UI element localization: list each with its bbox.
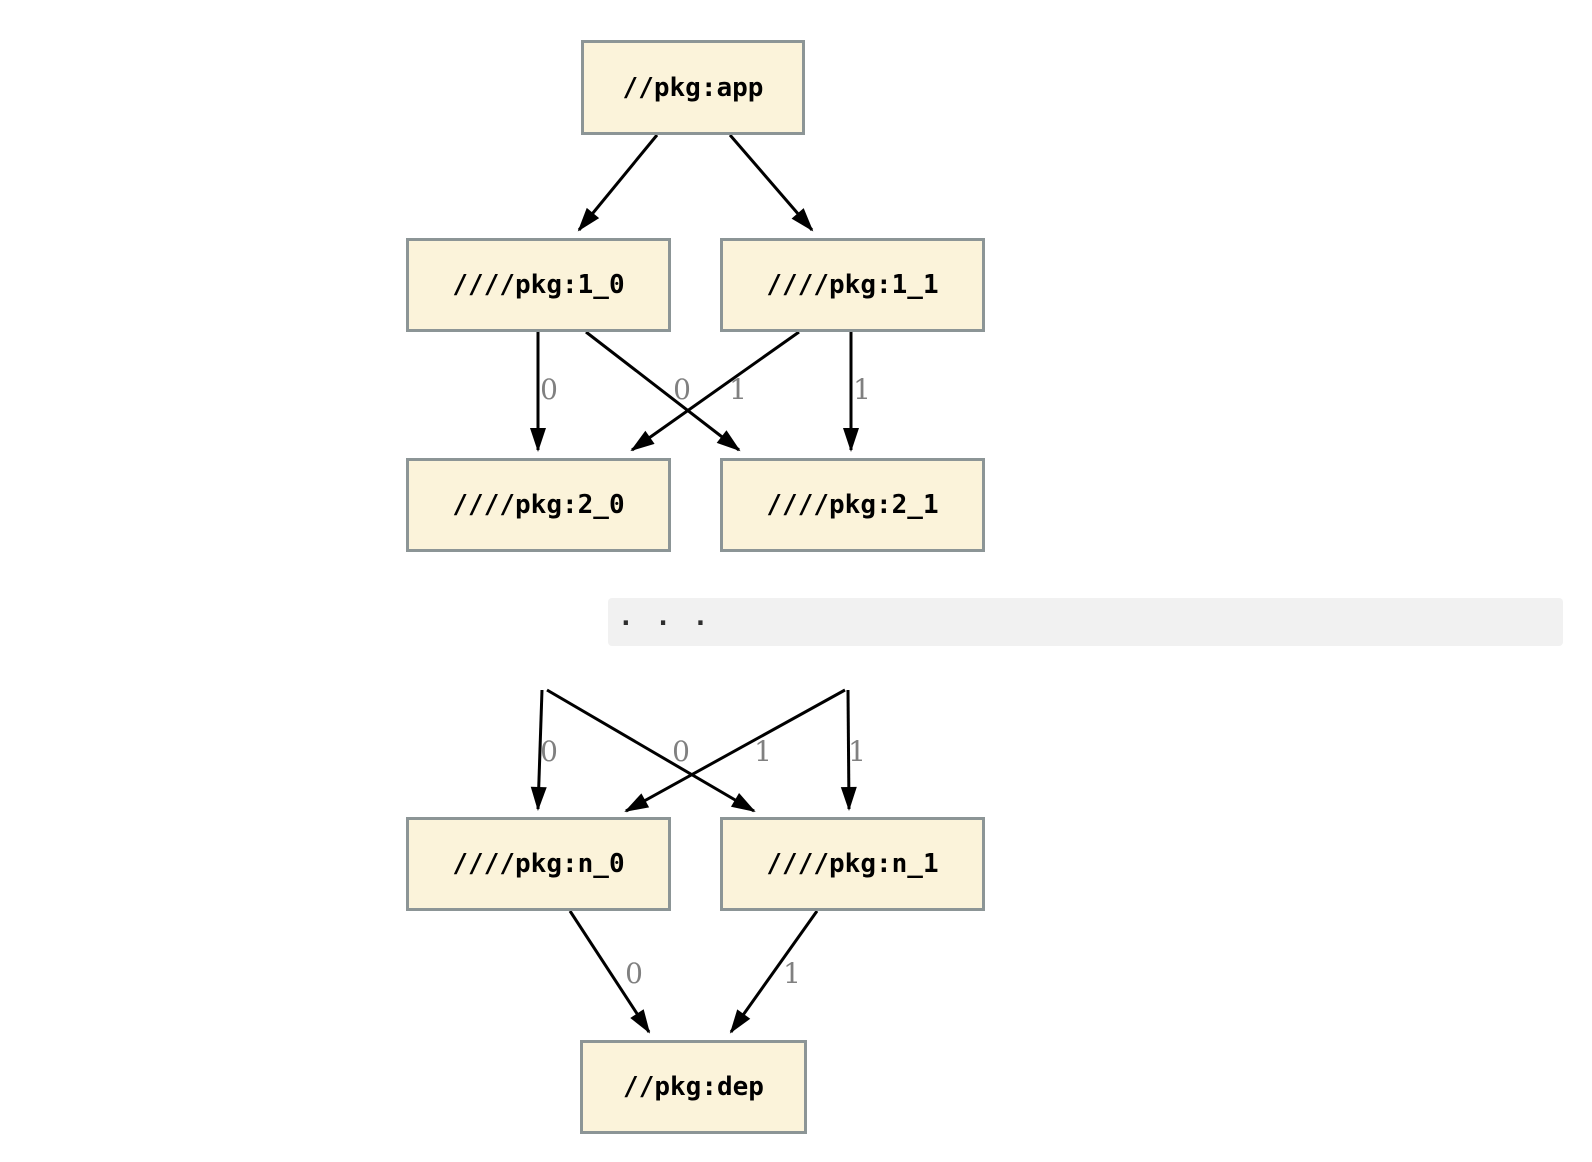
node-1_0: ////pkg:1_0 (406, 238, 671, 332)
node-dep: //pkg:dep (580, 1040, 807, 1134)
node-2_0: ////pkg:2_0 (406, 458, 671, 552)
edge-1_1-to-2_0 (630, 330, 800, 452)
edge-ellipsis-to-n_0-cross (624, 688, 846, 813)
node-2_1: ////pkg:2_1 (720, 458, 985, 552)
edge-app-to-1_1 (728, 134, 814, 232)
edge-n_0-to-dep (568, 910, 651, 1034)
edge-ellipsis-to-n_0 (530, 689, 547, 811)
node-n_0: ////pkg:n_0 (406, 817, 671, 911)
edge-app-to-1_0 (577, 134, 659, 232)
node-app: //pkg:app (581, 40, 805, 135)
node-1_1: ////pkg:1_1 (720, 238, 985, 332)
edge-1_0-to-2_1 (585, 330, 741, 452)
edge-n_1-to-dep (729, 910, 819, 1034)
node-n_1: ////pkg:n_1 (720, 817, 985, 911)
ellipsis-text: . . . (618, 602, 712, 632)
ellipsis-bar: . . . (608, 598, 1563, 646)
edge-ellipsis-to-n_1-straight (840, 689, 857, 811)
edge-ellipsis-to-n_1 (546, 688, 756, 813)
